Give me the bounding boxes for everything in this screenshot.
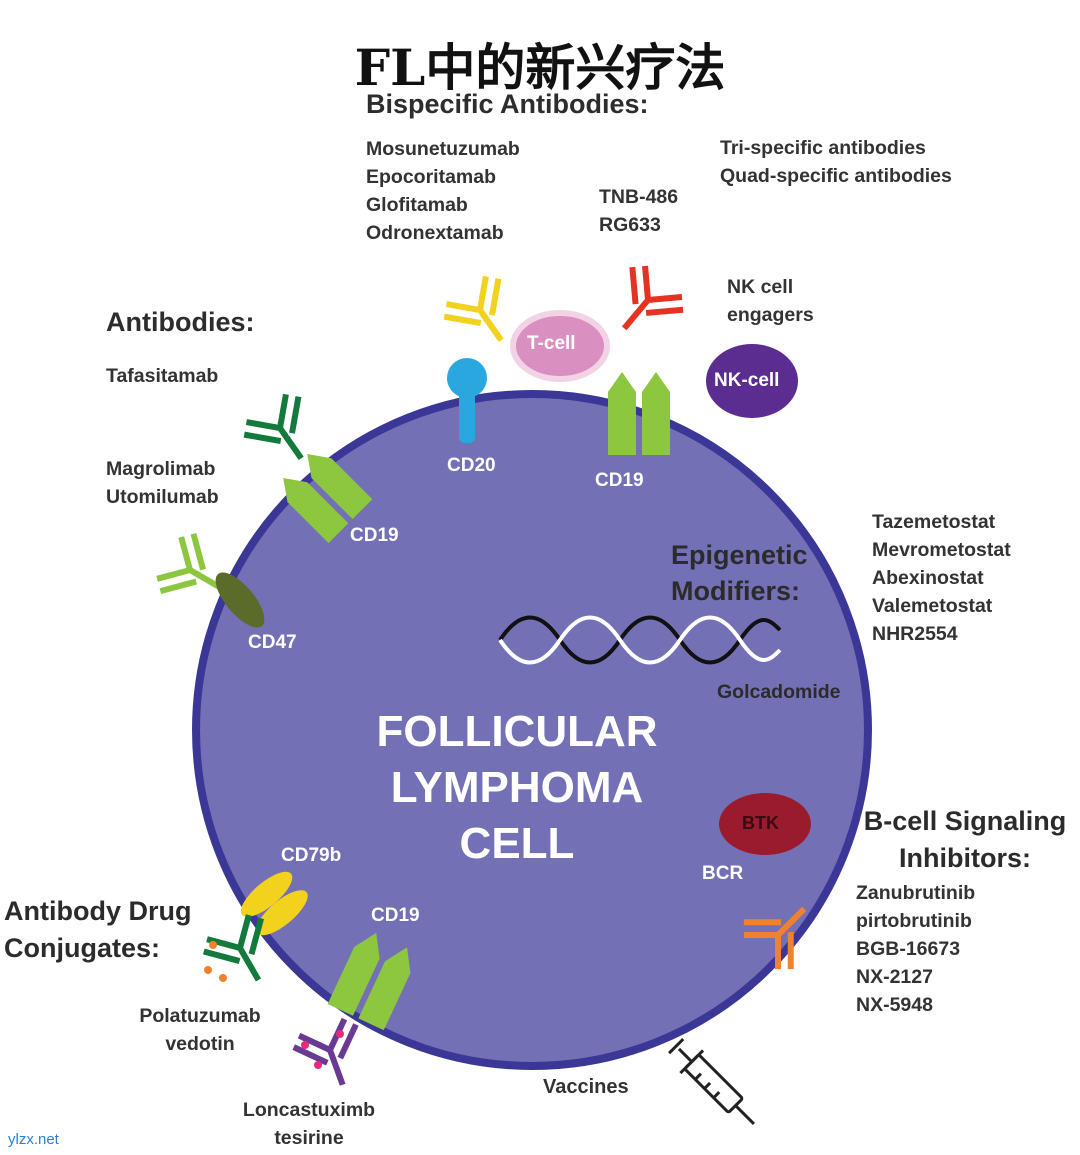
magrolimab-list: Magrolimab Utomilumab <box>106 455 219 511</box>
cd79b-label: CD79b <box>281 845 342 866</box>
loncastuximab-payload <box>301 1030 344 1069</box>
page-title: FL中的新兴疗法 <box>354 38 726 97</box>
epigenetic-heading: Epigenetic Modifiers: <box>671 540 808 606</box>
dna-helix-icon <box>498 615 782 665</box>
cell-center-text: FOLLICULAR LYMPHOMA CELL <box>376 707 658 868</box>
list-item: Odronextamab <box>366 222 504 244</box>
cd19-bottom-label: CD19 <box>371 905 420 926</box>
cd79b-receptor <box>240 871 308 936</box>
list-item: Tri-specific antibodies <box>720 137 926 159</box>
t-cell-label: T-cell <box>527 333 576 354</box>
cd19-receptor-top <box>608 372 670 455</box>
cd47-receptor <box>215 572 265 628</box>
list-item: Zanubrutinib <box>856 882 976 904</box>
btk-enzyme <box>719 793 811 855</box>
list-item: TNB-486 <box>599 186 679 208</box>
cd47-label: CD47 <box>248 632 297 653</box>
watermark-text: ylzx.net <box>8 1131 59 1148</box>
list-item: Glofitamab <box>366 194 468 216</box>
list-item: NX-5948 <box>856 994 933 1016</box>
list-item: BGB-16673 <box>856 938 961 960</box>
syringe-icon <box>668 1038 756 1126</box>
list-item: RG633 <box>599 214 661 236</box>
nk-cell-label: NK-cell <box>714 370 780 391</box>
polatuzumab-payload <box>204 941 227 982</box>
list-item: Quad-specific antibodies <box>720 165 952 187</box>
trispecific-list: Tri-specific antibodies Quad-specific an… <box>720 134 952 190</box>
list-item: Mosunetuzumab <box>366 138 520 160</box>
bispecific-heading: Bispecific Antibodies: <box>366 89 649 119</box>
cd19-left-label: CD19 <box>350 525 399 546</box>
list-item: NHR2554 <box>872 623 958 645</box>
t-cell <box>510 310 610 382</box>
bispecific-antibody-red <box>602 263 685 346</box>
cd19-receptor-left <box>283 453 373 544</box>
antibodies-heading: Antibodies: <box>106 307 255 337</box>
cd19-top-label: CD19 <box>595 470 644 491</box>
bcr-label: BCR <box>702 863 744 884</box>
bcell-heading: B-cell Signaling Inhibitors: <box>863 806 1067 873</box>
cd20-receptor <box>447 358 487 443</box>
nk-engagers-label: NK cell engagers <box>727 273 814 329</box>
tnb-list: TNB-486 RG633 <box>599 183 678 239</box>
list-item: Mevrometostat <box>872 539 1011 561</box>
golcadomide-label: Golcadomide <box>717 681 841 703</box>
list-item: Abexinostat <box>872 567 984 589</box>
bcell-drug-list: Zanubrutinib pirtobrutinib BGB-16673 NX-… <box>856 879 975 1019</box>
list-item: Tazemetostat <box>872 511 996 533</box>
list-item: NK cell <box>727 276 794 298</box>
bispecific-drug-list: Mosunetuzumab Epocoritamab Glofitamab Od… <box>366 135 520 247</box>
list-item: Valemetostat <box>872 595 993 617</box>
list-item: pirtobrutinib <box>856 910 972 932</box>
cd20-label: CD20 <box>447 455 496 476</box>
vaccines-label: Vaccines <box>543 1076 629 1098</box>
tafasitamab-label: Tafasitamab <box>106 365 219 387</box>
lymphoma-cell <box>192 390 872 1070</box>
adc-heading: Antibody Drug Conjugates: <box>4 896 192 963</box>
nk-cell <box>706 344 798 418</box>
loncastuximab-antibody <box>293 1019 370 1093</box>
cd19-receptor-bottom <box>327 932 411 1031</box>
list-item: Magrolimab <box>106 458 216 480</box>
btk-label: BTK <box>742 813 779 833</box>
list-item: Utomilumab <box>106 486 219 508</box>
list-item: Epocoritamab <box>366 166 497 188</box>
loncastuximab-label: Loncastuximb tesirine <box>242 1099 376 1149</box>
polatuzumab-label: Polatuzumab vedotin <box>139 1005 261 1055</box>
list-item: engagers <box>727 304 814 326</box>
list-item: NX-2127 <box>856 966 933 988</box>
epigenetic-drug-list: Tazemetostat Mevrometostat Abexinostat V… <box>872 508 1011 648</box>
